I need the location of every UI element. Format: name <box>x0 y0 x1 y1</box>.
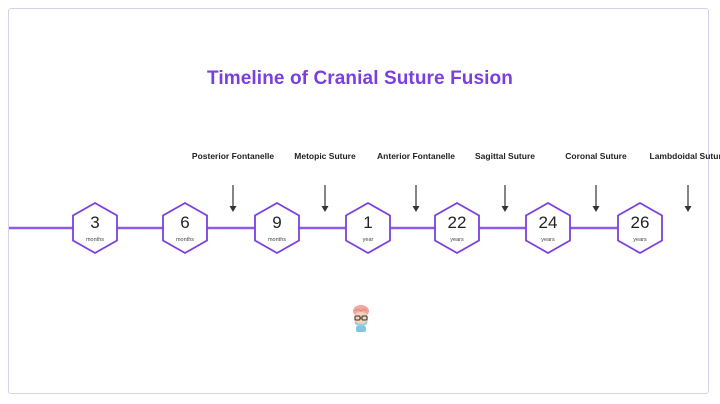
milestone-unit: years <box>633 237 647 243</box>
milestone-value: 22 <box>447 213 467 232</box>
hexagon-shape <box>162 201 208 255</box>
milestone-value: 24 <box>538 213 558 232</box>
milestone-event-label: Coronal Suture <box>565 151 627 161</box>
milestone-event-label: Lambdoidal Suture <box>649 151 720 161</box>
hexagon-shape <box>617 201 663 255</box>
arrow-down-icon <box>501 185 509 212</box>
milestone-value: 3 <box>90 213 100 232</box>
milestone-hexagon: 24 years <box>523 201 573 255</box>
avatar-icon <box>353 305 369 332</box>
milestone-unit: months <box>267 237 287 243</box>
milestone-unit: years <box>541 237 555 243</box>
arrow-down-icon <box>592 185 600 212</box>
milestone-unit: year <box>362 237 374 243</box>
milestone-hexagon: 26 years <box>615 201 665 255</box>
page-title: Timeline of Cranial Suture Fusion <box>207 68 513 89</box>
hexagon-shape <box>254 201 300 255</box>
hexagon-shape <box>434 201 480 255</box>
milestone-event-label: Metopic Suture <box>294 151 356 161</box>
milestone-value: 6 <box>180 213 190 232</box>
arrow-down-icon <box>412 185 420 212</box>
milestone-value: 1 <box>363 213 373 232</box>
arrow-down-icon <box>684 185 692 212</box>
arrow-down-icon <box>229 185 237 212</box>
milestone-hexagon: 9 months <box>252 201 302 255</box>
milestone-event-label: Anterior Fontanelle <box>377 151 455 161</box>
milestone-hexagon: 22 years <box>432 201 482 255</box>
milestone-unit: years <box>450 237 464 243</box>
milestone-hexagon: 3 months <box>70 201 120 255</box>
milestone-event-label: Posterior Fontanelle <box>191 151 275 161</box>
milestone-unit: months <box>85 237 105 243</box>
milestone-value: 26 <box>630 213 650 232</box>
hexagon-shape <box>525 201 571 255</box>
hexagon-shape <box>345 201 391 255</box>
milestone-unit: months <box>175 237 195 243</box>
milestone-event-label: Sagittal Suture <box>475 151 535 161</box>
milestone-hexagon: 6 months <box>160 201 210 255</box>
arrow-down-icon <box>321 185 329 212</box>
milestone-value: 9 <box>272 213 282 232</box>
milestone-hexagon: 1 year <box>343 201 393 255</box>
hexagon-shape <box>72 201 118 255</box>
